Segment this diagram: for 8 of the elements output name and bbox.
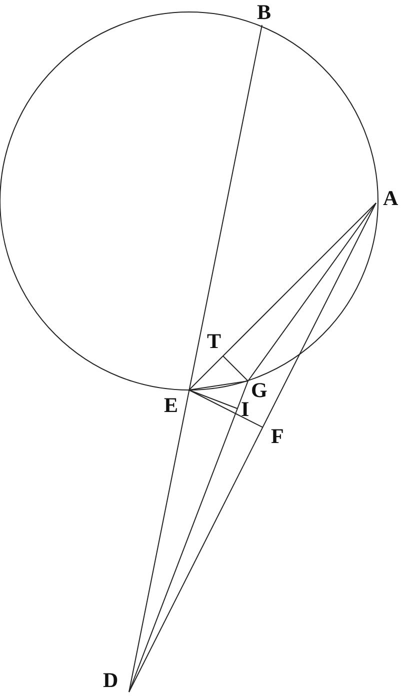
point-label: D — [103, 670, 118, 691]
point-label: G — [251, 380, 268, 401]
point-label: E — [164, 395, 178, 416]
point-label: F — [271, 426, 284, 447]
point-label: T — [207, 331, 222, 352]
point-label: I — [241, 399, 250, 420]
point-label: B — [257, 2, 272, 23]
point-label: A — [383, 188, 398, 209]
